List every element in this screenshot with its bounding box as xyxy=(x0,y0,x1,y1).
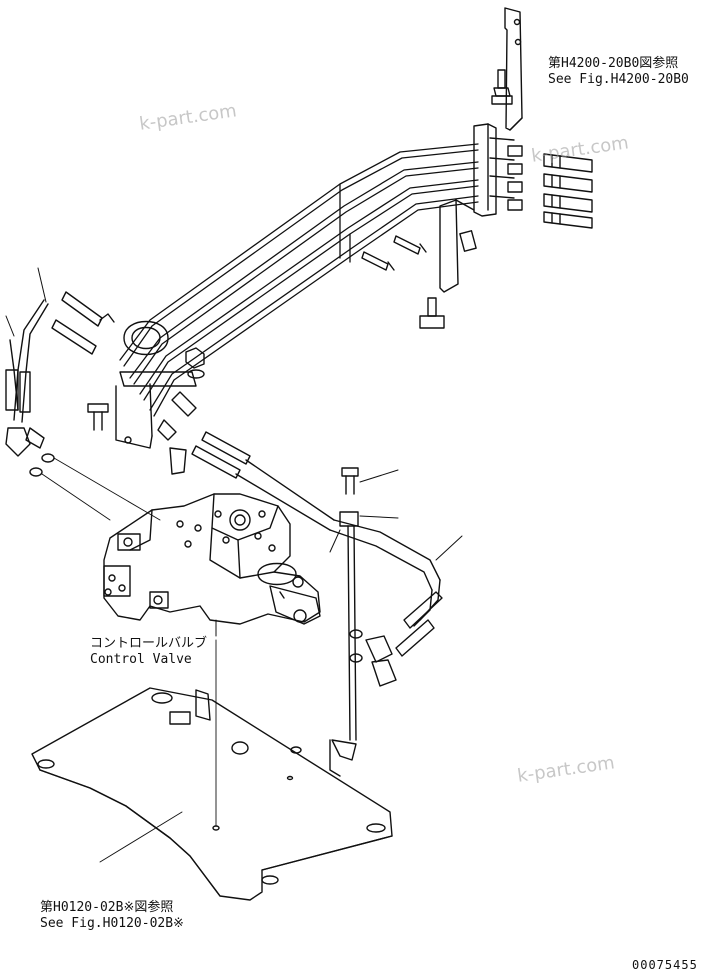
bolt-mid-1 xyxy=(393,235,427,255)
bolt-lower xyxy=(419,297,445,329)
bolt-mid-2 xyxy=(361,251,395,271)
junction-block xyxy=(473,123,515,217)
base-plate xyxy=(31,687,393,901)
upper-bracket xyxy=(504,7,523,131)
valve-label-en: Control Valve xyxy=(90,652,192,667)
adapters xyxy=(543,153,593,229)
drawing-code: 00075455 xyxy=(632,958,698,972)
hose-fittings-upper xyxy=(51,291,115,355)
stay-bolt xyxy=(331,467,359,761)
top-ref-jp: 第H4200-20B0図参照 xyxy=(548,56,679,71)
bracket-bolt xyxy=(491,69,513,105)
leader-to-valve xyxy=(41,457,161,521)
nut-washer xyxy=(185,347,205,379)
bottom-ref-jp: 第H0120-02B※図参照 xyxy=(40,900,174,915)
valve-label-jp: コントロールバルブ xyxy=(90,636,208,651)
bottom-ref-en: See Fig.H0120-02B※ xyxy=(40,916,184,931)
lower-bracket xyxy=(439,199,477,293)
left-hoses xyxy=(5,299,49,457)
pipe-clamp xyxy=(115,320,197,449)
base-leaders xyxy=(99,639,217,863)
top-ref-en: See Fig.H4200-20B0 xyxy=(548,72,689,87)
long-hoses xyxy=(191,431,441,627)
clamp-bolts xyxy=(87,403,187,475)
o-rings-left xyxy=(29,453,55,477)
leader-lines-right xyxy=(329,469,463,561)
leader-lines-left xyxy=(5,267,47,337)
fittings-row xyxy=(507,145,523,211)
tube-bundle xyxy=(119,143,479,417)
control-valve xyxy=(103,493,321,625)
right-hose-fittings xyxy=(349,591,443,687)
